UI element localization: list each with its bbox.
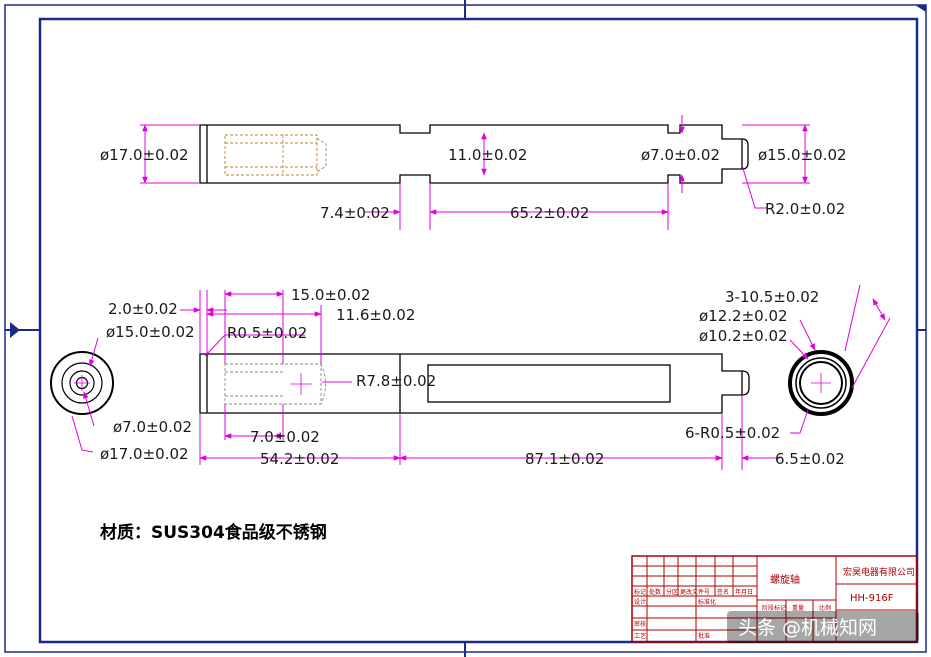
tb-label-3: 更改文件号 <box>680 588 710 596</box>
bottom-len-2-label: 54.2±0.02 <box>260 450 339 468</box>
tb-label-12: 工艺 <box>634 632 646 640</box>
bottom-radius-small-label: R0.5±0.02 <box>227 324 307 342</box>
right-end-view <box>788 284 891 434</box>
title-part-name: 螺旋轴 <box>770 573 800 586</box>
tb-label-5: 年月日 <box>735 588 753 596</box>
tb-label-0: 标记 <box>634 588 646 596</box>
left-end-view <box>50 337 114 453</box>
bottom-len-4-label: 6.5±0.02 <box>775 450 845 468</box>
material-note: 材质：SUS304食品级不锈钢 <box>100 522 327 543</box>
tb-label-2: 分区 <box>666 588 678 596</box>
tb-label-6: 设计 <box>634 598 646 606</box>
bottom-len-1-label: 7.0±0.02 <box>250 428 320 446</box>
end-fillet-label: 6-R0.5±0.02 <box>685 424 780 442</box>
watermark-text: 头条 @机械知网 <box>738 617 877 639</box>
top-dia-right-label: ø7.0±0.02 <box>641 146 720 164</box>
top-dia-left-label: ø17.0±0.02 <box>100 146 189 164</box>
shaft-bottom-dimensions <box>180 290 780 470</box>
title-company: 宏昊电器有限公司 <box>843 566 915 578</box>
end-dia-outer-label: ø12.2±0.02 <box>699 307 788 325</box>
top-dia-end-label: ø15.0±0.02 <box>758 146 847 164</box>
tb-label-1: 处数 <box>649 588 661 596</box>
tb-label-10: 比例 <box>819 604 831 612</box>
tb-label-11: 审核 <box>634 620 646 628</box>
bottom-depth-1-label: 15.0±0.02 <box>291 286 370 304</box>
shaft-bottom-view <box>199 353 750 414</box>
bottom-pin-dia-label: ø7.0±0.02 <box>113 418 192 436</box>
shaft-top-dimensions <box>140 115 810 230</box>
end-dia-inner-label: ø10.2±0.02 <box>699 327 788 345</box>
bottom-depth-2-label: 11.6±0.02 <box>336 306 415 324</box>
tb-label-9: 重量 <box>792 604 804 612</box>
tb-label-13: 批准 <box>698 632 710 640</box>
title-drawing-no: HH-916F <box>850 593 894 604</box>
watermark: 头条 @机械知网 <box>727 611 919 643</box>
tb-label-8: 阶段标记 <box>762 604 786 612</box>
top-len-left-label: 7.4±0.02 <box>320 204 390 222</box>
top-len-neck-label: 65.2±0.02 <box>510 204 589 222</box>
tb-label-4: 签名 <box>717 588 729 596</box>
drawing-frame <box>4 0 927 657</box>
bottom-len-3-label: 87.1±0.02 <box>525 450 604 468</box>
bottom-radius-large-label: R7.8±0.02 <box>356 372 436 390</box>
top-radius-label: R2.0±0.02 <box>765 200 845 218</box>
bottom-chamfer-label: 2.0±0.02 <box>108 300 178 318</box>
bottom-outer-dia-label: ø17.0±0.02 <box>100 445 189 463</box>
shaft-top-view <box>199 124 749 184</box>
tb-label-7: 标准化 <box>698 598 716 606</box>
top-dia-neck-label: 11.0±0.02 <box>448 146 527 164</box>
title-block <box>631 555 918 643</box>
end-flute-label: 3-10.5±0.02 <box>725 288 819 306</box>
bottom-bore-dia-label: ø15.0±0.02 <box>106 323 195 341</box>
